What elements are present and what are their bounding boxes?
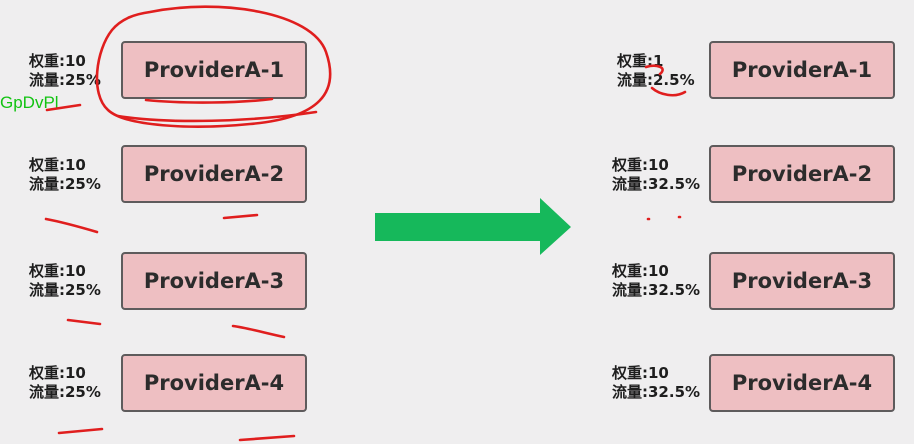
after-provider-3-meta: 权重:10 流量:32.5% bbox=[612, 262, 700, 300]
traffic-label: 流量:32.5% bbox=[612, 281, 701, 299]
weight-label: 权重:10 bbox=[612, 364, 669, 382]
dash-annotation bbox=[238, 434, 296, 442]
dash-annotation bbox=[231, 324, 286, 339]
before-provider-box-3: ProviderA-3 bbox=[121, 252, 307, 310]
before-provider-2-meta: 权重:10 流量:25% bbox=[29, 156, 101, 194]
before-provider-box-2: ProviderA-2 bbox=[121, 145, 307, 203]
traffic-label: 流量:25% bbox=[29, 71, 101, 89]
after-provider-2-meta: 权重:10 流量:32.5% bbox=[612, 156, 700, 194]
traffic-label: 流量:32.5% bbox=[612, 383, 701, 401]
after-provider-1-meta: 权重:1 流量:2.5% bbox=[617, 52, 695, 90]
traffic-label: 流量:25% bbox=[29, 383, 101, 401]
weight-label: 权重:1 bbox=[617, 52, 664, 70]
scribble-annotation bbox=[116, 110, 318, 123]
right-arrow-icon bbox=[375, 198, 571, 255]
weight-label: 权重:10 bbox=[29, 52, 86, 70]
before-provider-1-meta: 权重:10 流量:25% bbox=[29, 52, 101, 90]
weight-label: 权重:10 bbox=[29, 156, 86, 174]
traffic-label: 流量:25% bbox=[29, 175, 101, 193]
traffic-label: 流量:25% bbox=[29, 281, 101, 299]
traffic-label: 流量:32.5% bbox=[612, 175, 701, 193]
before-provider-4-meta: 权重:10 流量:25% bbox=[29, 364, 101, 402]
traffic-label: 流量:2.5% bbox=[617, 71, 695, 89]
dash-annotation bbox=[57, 427, 104, 435]
weight-label: 权重:10 bbox=[29, 262, 86, 280]
weight-label: 权重:10 bbox=[612, 262, 669, 280]
weight-label: 权重:10 bbox=[612, 156, 669, 174]
after-provider-box-4: ProviderA-4 bbox=[709, 354, 895, 412]
dash-annotation bbox=[222, 213, 259, 220]
before-provider-box-4: ProviderA-4 bbox=[121, 354, 307, 412]
after-provider-box-1: ProviderA-1 bbox=[709, 41, 895, 99]
before-provider-box-1: ProviderA-1 bbox=[121, 41, 307, 99]
dash-annotation bbox=[44, 217, 99, 234]
dash-annotation bbox=[66, 318, 102, 326]
underline-annotation bbox=[144, 97, 274, 104]
before-provider-3-meta: 权重:10 流量:25% bbox=[29, 262, 101, 300]
after-provider-box-2: ProviderA-2 bbox=[709, 145, 895, 203]
weight-label: 权重:10 bbox=[29, 364, 86, 382]
watermark-text: GpDvPl bbox=[0, 93, 59, 112]
after-provider-4-meta: 权重:10 流量:32.5% bbox=[612, 364, 700, 402]
after-provider-box-3: ProviderA-3 bbox=[709, 252, 895, 310]
